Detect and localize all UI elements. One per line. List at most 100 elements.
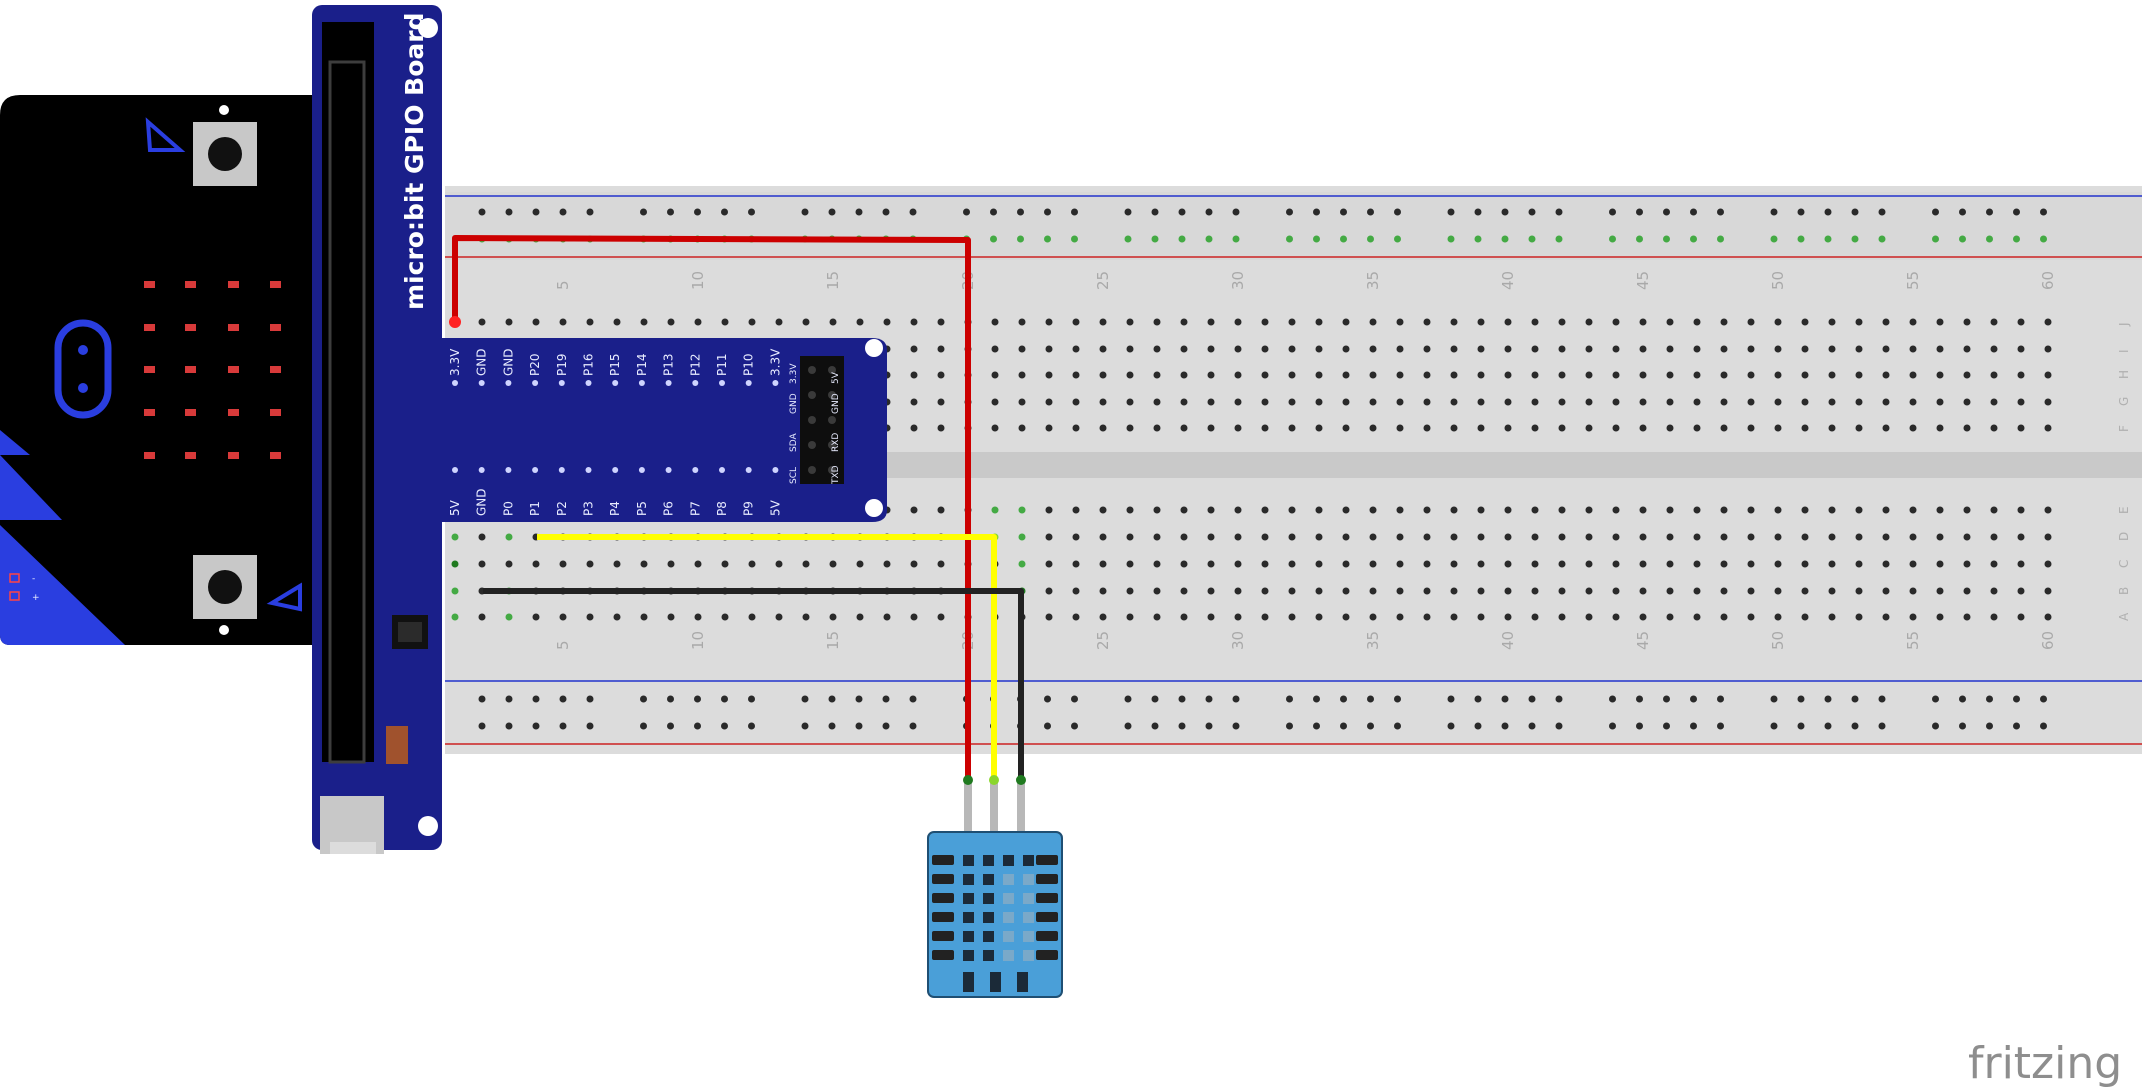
breadboard-hole[interactable] xyxy=(937,371,945,379)
power-rail-hole[interactable] xyxy=(505,695,513,703)
breadboard-hole[interactable] xyxy=(1936,560,1944,568)
breadboard-hole[interactable] xyxy=(640,318,648,326)
breadboard-hole[interactable] xyxy=(1531,424,1539,432)
power-rail-hole[interactable] xyxy=(1636,235,1643,243)
breadboard-hole[interactable] xyxy=(1666,613,1674,621)
power-rail-hole[interactable] xyxy=(1205,208,1213,216)
breadboard-hole[interactable] xyxy=(1396,587,1404,595)
power-rail-hole[interactable] xyxy=(478,695,486,703)
breadboard-hole[interactable] xyxy=(1936,424,1944,432)
breadboard-hole[interactable] xyxy=(1126,371,1134,379)
breadboard-hole[interactable] xyxy=(1423,587,1431,595)
power-rail-hole[interactable] xyxy=(1717,695,1724,703)
power-rail-hole[interactable] xyxy=(1609,235,1616,243)
breadboard-hole[interactable] xyxy=(1882,533,1890,541)
wire-power-red[interactable] xyxy=(452,235,971,780)
power-rail-hole[interactable] xyxy=(1770,208,1778,216)
power-rail-hole[interactable] xyxy=(1313,235,1320,243)
power-rail-hole[interactable] xyxy=(532,695,540,703)
power-rail-hole[interactable] xyxy=(1232,235,1240,243)
breadboard-hole[interactable] xyxy=(1855,424,1863,432)
breadboard-hole[interactable] xyxy=(1423,613,1431,621)
breadboard-hole[interactable] xyxy=(1126,560,1134,568)
power-rail-hole[interactable] xyxy=(1717,208,1724,216)
breadboard-hole[interactable] xyxy=(1828,560,1836,568)
breadboard-hole[interactable] xyxy=(1639,345,1647,353)
breadboard-hole[interactable] xyxy=(1882,371,1890,379)
breadboard-hole[interactable] xyxy=(1720,398,1728,406)
breadboard-hole[interactable] xyxy=(1828,424,1836,432)
breadboard-hole[interactable] xyxy=(1072,506,1080,514)
breadboard-hole[interactable] xyxy=(802,560,810,568)
power-rail-hole[interactable] xyxy=(1340,722,1347,730)
breadboard-hole[interactable] xyxy=(1990,613,1998,621)
breadboard-hole[interactable] xyxy=(1747,533,1755,541)
breadboard-hole[interactable] xyxy=(991,345,999,353)
breadboard-hole[interactable] xyxy=(1909,613,1917,621)
breadboard-hole[interactable] xyxy=(1099,398,1107,406)
power-rail-hole[interactable] xyxy=(1286,208,1293,216)
breadboard-hole[interactable] xyxy=(1153,560,1161,568)
power-rail-hole[interactable] xyxy=(1824,722,1832,730)
power-rail-hole[interactable] xyxy=(1205,722,1213,730)
breadboard-hole[interactable] xyxy=(1909,506,1917,514)
breadboard-hole[interactable] xyxy=(775,560,783,568)
breadboard-hole[interactable] xyxy=(1261,424,1269,432)
power-rail-hole[interactable] xyxy=(2040,695,2047,703)
breadboard-hole[interactable] xyxy=(1720,424,1728,432)
breadboard-hole[interactable] xyxy=(640,613,648,621)
breadboard-hole[interactable] xyxy=(1234,398,1242,406)
breadboard-hole[interactable] xyxy=(856,560,864,568)
power-rail-hole[interactable] xyxy=(667,695,674,703)
breadboard-hole[interactable] xyxy=(1261,371,1269,379)
breadboard-hole[interactable] xyxy=(1963,587,1971,595)
breadboard-hole[interactable] xyxy=(2017,533,2025,541)
power-rail-hole[interactable] xyxy=(748,722,755,730)
power-rail-hole[interactable] xyxy=(1474,695,1482,703)
power-rail-hole[interactable] xyxy=(505,722,513,730)
power-rail-hole[interactable] xyxy=(721,208,728,216)
power-rail-hole[interactable] xyxy=(909,695,917,703)
breadboard-hole[interactable] xyxy=(451,560,459,568)
breadboard-hole[interactable] xyxy=(694,318,702,326)
breadboard-hole[interactable] xyxy=(1855,587,1863,595)
breadboard-hole[interactable] xyxy=(991,424,999,432)
breadboard-hole[interactable] xyxy=(2044,587,2052,595)
breadboard-hole[interactable] xyxy=(1180,318,1188,326)
power-rail-hole[interactable] xyxy=(1986,722,1993,730)
breadboard-hole[interactable] xyxy=(1882,398,1890,406)
breadboard-hole[interactable] xyxy=(1612,587,1620,595)
breadboard-hole[interactable] xyxy=(1099,371,1107,379)
breadboard-hole[interactable] xyxy=(1990,345,1998,353)
breadboard-hole[interactable] xyxy=(1396,398,1404,406)
breadboard-hole[interactable] xyxy=(1774,345,1782,353)
power-rail-hole[interactable] xyxy=(478,208,486,216)
breadboard-hole[interactable] xyxy=(2017,318,2025,326)
breadboard-hole[interactable] xyxy=(1936,587,1944,595)
breadboard-hole[interactable] xyxy=(1747,398,1755,406)
breadboard-hole[interactable] xyxy=(1747,587,1755,595)
breadboard-hole[interactable] xyxy=(1126,345,1134,353)
breadboard-hole[interactable] xyxy=(1558,533,1566,541)
power-rail-hole[interactable] xyxy=(2013,208,2020,216)
breadboard-hole[interactable] xyxy=(1666,506,1674,514)
power-rail-hole[interactable] xyxy=(2013,695,2020,703)
breadboard-hole[interactable] xyxy=(1612,371,1620,379)
breadboard-hole[interactable] xyxy=(1666,371,1674,379)
breadboard-hole[interactable] xyxy=(1288,613,1296,621)
breadboard-hole[interactable] xyxy=(1990,398,1998,406)
power-rail-hole[interactable] xyxy=(640,208,647,216)
breadboard-hole[interactable] xyxy=(1558,318,1566,326)
power-rail-hole[interactable] xyxy=(1501,695,1509,703)
breadboard-hole[interactable] xyxy=(1180,560,1188,568)
breadboard-hole[interactable] xyxy=(1639,424,1647,432)
breadboard-hole[interactable] xyxy=(1369,587,1377,595)
power-rail-hole[interactable] xyxy=(1178,695,1186,703)
breadboard-hole[interactable] xyxy=(1558,345,1566,353)
breadboard-hole[interactable] xyxy=(1774,398,1782,406)
breadboard-hole[interactable] xyxy=(1450,613,1458,621)
power-rail-hole[interactable] xyxy=(1232,208,1240,216)
breadboard-hole[interactable] xyxy=(1936,398,1944,406)
power-rail-hole[interactable] xyxy=(1071,695,1078,703)
breadboard-hole[interactable] xyxy=(1558,506,1566,514)
